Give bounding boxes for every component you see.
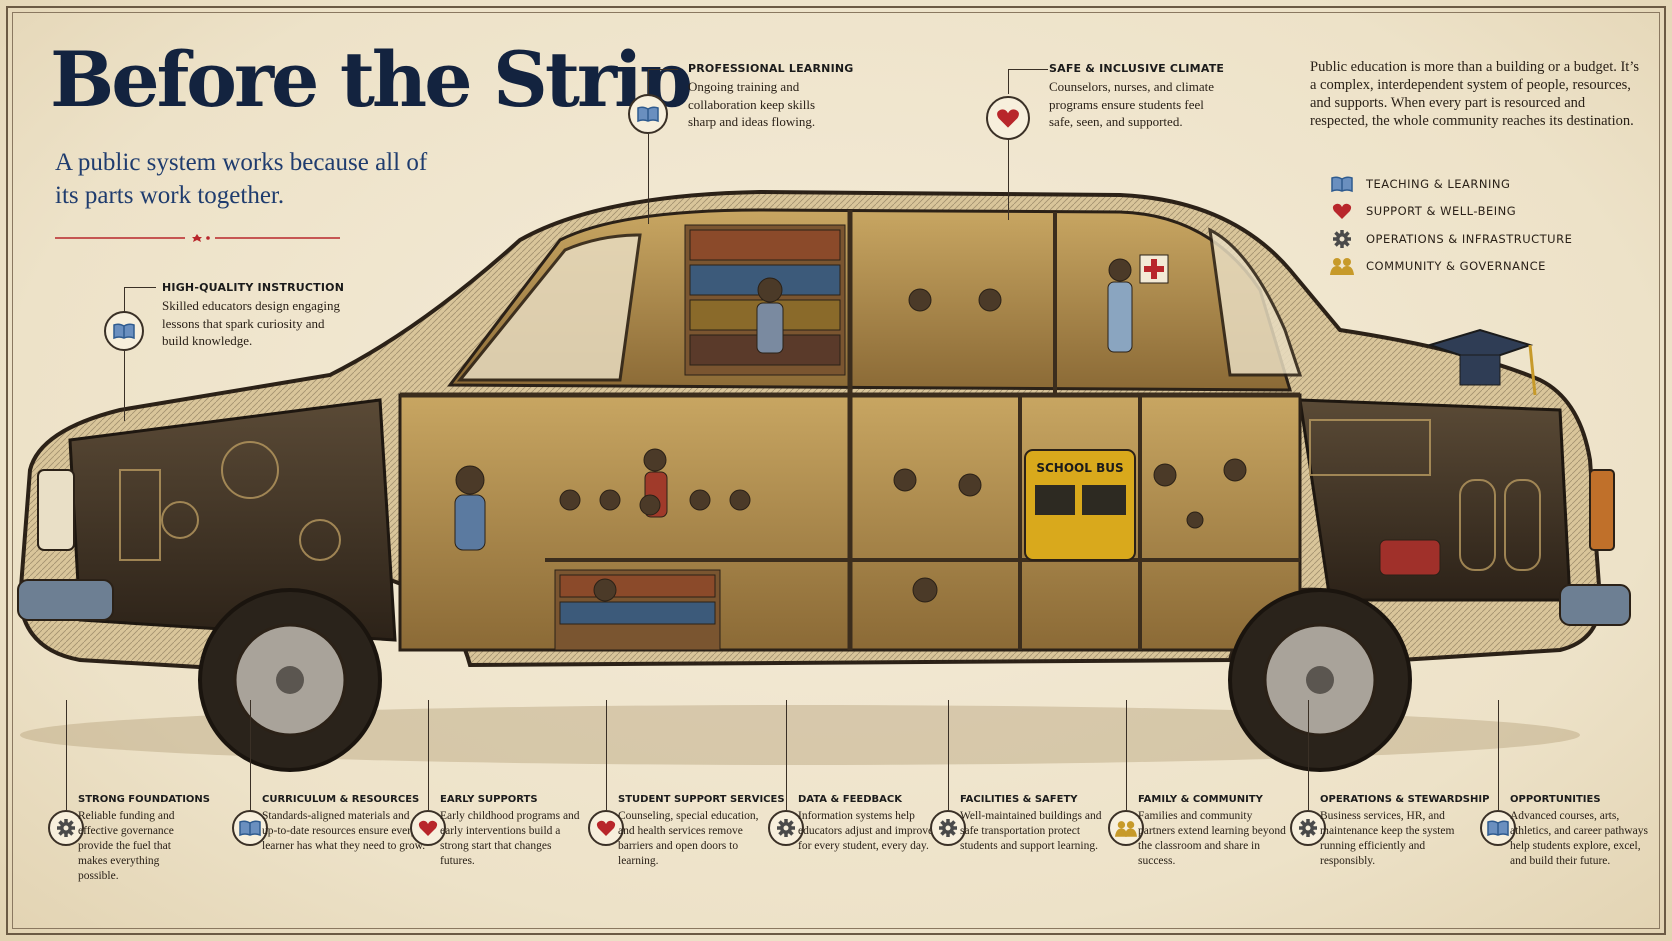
callout-title: PROFESSIONAL LEARNING	[688, 62, 854, 75]
callout-text: Standards-aligned materials and up-to-da…	[262, 810, 426, 852]
callout-bottom-4: DATA & FEEDBACK Information systems help …	[798, 794, 938, 854]
callout-text: Business services, HR, and maintenance k…	[1320, 810, 1455, 867]
leader-line	[1126, 780, 1127, 810]
callout-safe-inclusive-climate: SAFE & INCLUSIVE CLIMATE Counselors, nur…	[1049, 62, 1224, 131]
callout-bottom-2: EARLY SUPPORTS Early childhood programs a…	[440, 794, 580, 869]
heart-icon	[986, 96, 1030, 140]
leader-line	[948, 700, 949, 780]
gear-icon	[48, 810, 84, 846]
legend-item-teaching: TEACHING & LEARNING	[1330, 170, 1572, 198]
callout-high-quality-instruction: HIGH-QUALITY INSTRUCTION Skilled educato…	[162, 281, 345, 350]
heart-icon	[1330, 201, 1354, 221]
callout-bottom-0: STRONG FOUNDATIONS Reliable funding and e…	[78, 794, 210, 884]
book-icon	[104, 311, 144, 351]
heart-icon	[588, 810, 624, 846]
leader-line	[1498, 700, 1499, 780]
callout-text: Skilled educators design engaging lesson…	[162, 298, 340, 348]
callout-title: SAFE & INCLUSIVE CLIMATE	[1049, 62, 1225, 75]
callout-bottom-5: FACILITIES & SAFETY Well-maintained build…	[960, 794, 1110, 854]
gear-icon	[1330, 229, 1354, 249]
inner-frame	[12, 12, 1660, 929]
callout-title: HIGH-QUALITY INSTRUCTION	[162, 281, 345, 294]
callout-title: CURRICULUM & RESOURCES	[262, 794, 420, 805]
leader-line	[606, 700, 607, 780]
legend-item-community: COMMUNITY & GOVERNANCE	[1330, 253, 1572, 281]
people-icon	[1330, 256, 1354, 276]
leader-line	[66, 780, 67, 810]
leader-line	[1126, 700, 1127, 780]
gear-icon	[1290, 810, 1326, 846]
callout-title: FAMILY & COMMUNITY	[1138, 794, 1263, 805]
callout-title: STUDENT SUPPORT SERVICES	[618, 794, 785, 805]
callout-title: FACILITIES & SAFETY	[960, 794, 1078, 805]
callout-bottom-3: STUDENT SUPPORT SERVICES Counseling, spec…	[618, 794, 785, 869]
callout-title: STRONG FOUNDATIONS	[78, 794, 210, 805]
callout-title: EARLY SUPPORTS	[440, 794, 538, 805]
leader-line	[948, 780, 949, 810]
legend-label: SUPPORT & WELL-BEING	[1366, 204, 1517, 219]
leader-line	[428, 780, 429, 810]
callout-text: Ongoing training and collaboration keep …	[688, 79, 816, 129]
callout-title: OPPORTUNITIES	[1510, 794, 1601, 805]
callout-text: Information systems help educators adjus…	[798, 810, 934, 852]
callout-text: Counseling, special education, and healt…	[618, 810, 759, 867]
book-icon	[1330, 174, 1354, 194]
legend-label: TEACHING & LEARNING	[1366, 176, 1511, 191]
legend: TEACHING & LEARNING SUPPORT & WELL-BEING…	[1330, 170, 1572, 280]
people-icon	[1108, 810, 1144, 846]
callout-title: DATA & FEEDBACK	[798, 794, 902, 805]
title-divider	[55, 233, 340, 242]
leader-line	[250, 700, 251, 780]
page-subtitle: A public system works because all of its…	[55, 149, 428, 209]
callout-bottom-1: CURRICULUM & RESOURCES Standards-aligned …	[262, 794, 427, 854]
callout-text: Reliable funding and effective governanc…	[78, 810, 175, 882]
leader-line	[786, 700, 787, 780]
callout-text: Counselors, nurses, and climate programs…	[1049, 79, 1214, 129]
book-icon	[628, 94, 668, 134]
callout-text: Early childhood programs and early inter…	[440, 810, 580, 867]
page-title: Before the Strip	[50, 35, 693, 124]
legend-label: COMMUNITY & GOVERNANCE	[1366, 259, 1546, 274]
legend-item-support: SUPPORT & WELL-BEING	[1330, 198, 1572, 226]
callout-bottom-8: OPPORTUNITIES Advanced courses, arts, ath…	[1510, 794, 1660, 869]
legend-label: OPERATIONS & INFRASTRUCTURE	[1366, 231, 1573, 246]
leader-line	[250, 780, 251, 810]
leader-line	[1308, 700, 1309, 780]
callout-professional-learning: PROFESSIONAL LEARNING Ongoing training a…	[688, 62, 854, 131]
callout-text: Well-maintained buildings and safe trans…	[960, 810, 1102, 852]
legend-item-operations: OPERATIONS & INFRASTRUCTURE	[1330, 225, 1572, 253]
leader-line	[786, 780, 787, 810]
gear-icon	[768, 810, 804, 846]
leader-line	[606, 780, 607, 810]
book-icon	[1480, 810, 1516, 846]
callout-bottom-6: FAMILY & COMMUNITY Families and community…	[1138, 794, 1286, 869]
intro-paragraph: Public education is more than a building…	[1310, 59, 1640, 129]
leader-line	[428, 700, 429, 780]
leader-line	[1498, 780, 1499, 810]
callout-bottom-7: OPERATIONS & STEWARDSHIP Business service…	[1320, 794, 1490, 869]
outer-frame	[6, 6, 1666, 935]
callout-text: Advanced courses, arts, athletics, and c…	[1510, 810, 1648, 867]
gear-icon	[930, 810, 966, 846]
heart-icon	[410, 810, 446, 846]
callout-text: Families and community partners extend l…	[1138, 810, 1286, 867]
callout-title: OPERATIONS & STEWARDSHIP	[1320, 794, 1490, 805]
leader-line	[1308, 780, 1309, 810]
leader-line	[66, 700, 67, 780]
book-icon	[232, 810, 268, 846]
